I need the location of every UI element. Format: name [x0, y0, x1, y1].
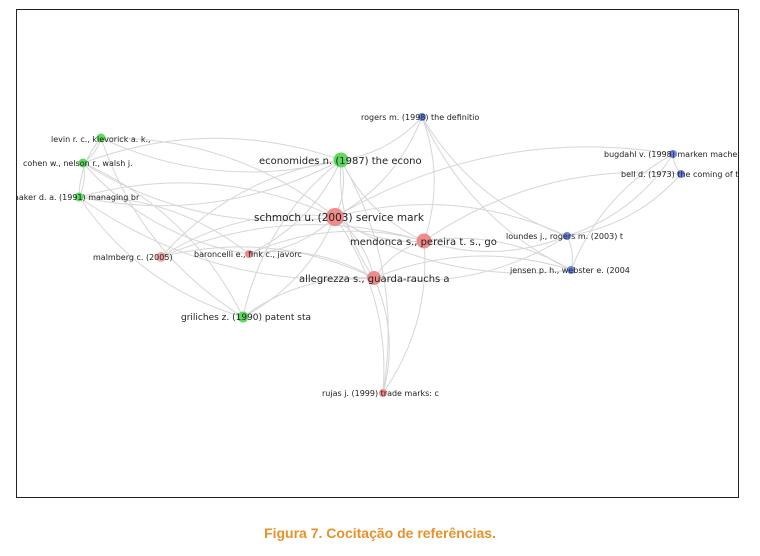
edge-schmoch-levin [100, 137, 336, 218]
edge-loundes-jensen [566, 235, 573, 271]
node-malmberg[interactable] [156, 252, 166, 262]
node-label-bell: bell d. (1973) the coming of t [621, 170, 738, 179]
edge-schmoch-cohen [82, 162, 336, 222]
node-jensen[interactable] [567, 266, 575, 274]
labels-layer: schmoch u. (2003) service mark mendonca s… [17, 113, 738, 398]
node-label-cohen: cohen w., nelson r., walsh j. [23, 159, 133, 168]
edge-allegrezza-aaker [78, 196, 375, 280]
nodes-layer [74, 113, 685, 397]
edge-loundes-rogers [421, 116, 568, 237]
edge-aaker-baroncelli [78, 196, 250, 255]
cocitation-network: schmoch u. (2003) service mark mendonca s… [17, 113, 738, 398]
edge-mendonca-loundes [423, 235, 568, 252]
edge-bell-loundes [566, 173, 682, 237]
edge-economides-aaker [78, 159, 342, 207]
node-baroncelli[interactable] [245, 250, 253, 258]
edge-schmoch-malmberg [160, 214, 336, 258]
node-cohen[interactable] [78, 158, 88, 168]
edge-mendonca-economides [340, 159, 425, 242]
edge-economides-rujas [340, 159, 389, 394]
node-rogers[interactable] [418, 113, 426, 121]
node-allegrezza[interactable] [367, 271, 381, 285]
node-economides[interactable] [333, 152, 349, 168]
node-label-allegrezza: allegrezza s., guarda-rauchs a [299, 274, 450, 285]
edge-allegrezza-loundes [373, 235, 568, 282]
node-levin[interactable] [96, 133, 106, 143]
edge-schmoch-jensen [334, 216, 572, 274]
edge-economides-levin [100, 137, 342, 173]
edge-allegrezza-rujas [373, 277, 390, 394]
node-griliches[interactable] [237, 311, 249, 323]
edge-economides-baroncelli [248, 159, 342, 255]
edge-jensen-bugdahl [570, 153, 674, 271]
edge-aaker-griliches [78, 196, 244, 318]
figure-caption: Figura 7. Cocitação de referências. [264, 525, 496, 541]
edge-economides-rogers [340, 116, 423, 161]
edge-schmoch-bugdahl [334, 146, 674, 218]
node-label-rujas: rujas j. (1999) trade marks: c [322, 389, 439, 398]
edge-schmoch-rogers [334, 116, 423, 218]
edge-mendonca-rogers [421, 116, 435, 242]
edge-mendonca-bell [423, 171, 682, 242]
node-rujas[interactable] [379, 389, 387, 397]
edge-economides-griliches [242, 159, 342, 318]
node-mendonca[interactable] [416, 233, 432, 249]
edge-schmoch-griliches [242, 216, 336, 318]
edge-economides-malmberg [160, 159, 342, 258]
edge-schmoch-aaker [78, 182, 336, 218]
edge-cohen-aaker [78, 162, 85, 198]
edge-schmoch-rujas [334, 216, 385, 394]
edge-allegrezza-jensen [373, 255, 572, 279]
node-label-loundes: loundes j., rogers m. (2003) t [506, 232, 623, 241]
edge-allegrezza-malmberg [160, 246, 375, 279]
edge-cohen-griliches [82, 162, 244, 318]
node-schmoch[interactable] [326, 208, 344, 226]
node-label-aaker: aaker d. a. (1991) managing br [17, 193, 140, 202]
node-aaker[interactable] [74, 192, 84, 202]
node-label-economides: economides n. (1987) the econo [259, 156, 422, 167]
network-frame: schmoch u. (2003) service mark mendonca s… [16, 9, 739, 498]
node-label-griliches: griliches z. (1990) patent sta [181, 313, 311, 323]
edge-economides-cohen [82, 137, 342, 164]
node-label-schmoch: schmoch u. (2003) service mark [254, 212, 425, 224]
node-label-rogers: rogers m. (1998) the definitio [361, 113, 479, 122]
node-bugdahl[interactable] [669, 150, 677, 158]
edge-mendonca-malmberg [160, 224, 425, 258]
edge-allegrezza-griliches [242, 277, 375, 318]
node-loundes[interactable] [563, 232, 571, 240]
edge-mendonca-rujas [382, 240, 426, 394]
node-label-mendonca: mendonca s., pereira t. s., go [350, 237, 497, 248]
node-label-bugdahl: bugdahl v. (1998) marken mache [604, 150, 737, 159]
edge-loundes-bugdahl [566, 153, 674, 237]
node-label-jensen: jensen p. h., webster e. (2004 [509, 266, 630, 275]
edges-layer [78, 116, 682, 394]
node-label-levin: levin r. c., klevorick a. k., [51, 135, 151, 144]
edge-levin-griliches [100, 137, 244, 318]
edge-mendonca-baroncelli [248, 230, 425, 255]
node-label-malmberg: malmberg c. (2005) [93, 253, 173, 262]
edge-rogers-jensen [421, 116, 572, 271]
edge-cohen-baroncelli [82, 162, 250, 255]
node-label-baroncelli: baroncelli e., fink c., javorc [194, 250, 302, 259]
edge-allegrezza-baroncelli [248, 251, 375, 279]
edge-allegrezza-economides [340, 159, 375, 279]
node-bell[interactable] [677, 170, 685, 178]
